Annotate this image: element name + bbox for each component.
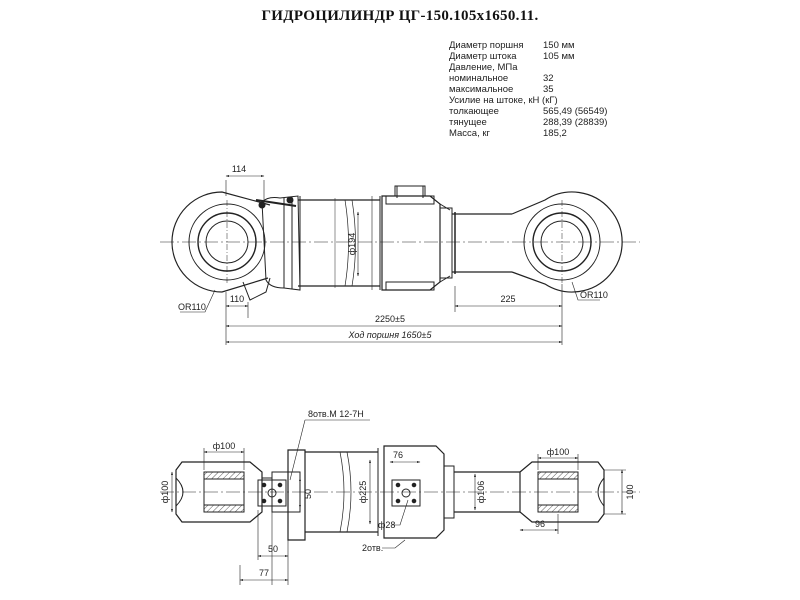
rear-cap: [255, 195, 301, 291]
left-eye-section: [175, 461, 272, 523]
spec-label: толкающее: [449, 106, 499, 117]
dim-length: 2250±5: [375, 314, 405, 324]
bottom-dimensions: [170, 419, 626, 585]
dim-114: 114: [232, 164, 246, 174]
spec-row: тянущее 288,39 (28839): [449, 117, 607, 128]
spec-label: Давление, МПа: [449, 62, 518, 73]
dim-110: 110: [230, 294, 244, 304]
spec-label: Диаметр поршня: [449, 40, 524, 51]
spec-value: 565,49 (56549): [543, 106, 608, 117]
dim-body: ф225: [358, 481, 368, 503]
dim-stroke: Ход поршня 1650±5: [348, 330, 433, 340]
dim-bore: ф194: [347, 233, 357, 255]
barrel: [298, 196, 381, 290]
bottom-view: 8отв.М 12-7Н ф100 ф100 50 50 77 ф225 76 …: [160, 409, 640, 585]
spec-row: Диаметр поршня 150 мм: [449, 40, 607, 51]
radius-right: OR110: [580, 290, 608, 300]
spec-row: Диаметр штока 105 мм: [449, 51, 607, 62]
dim-eye-right: ф100: [547, 447, 569, 457]
dim-flange: 50: [303, 489, 313, 499]
spec-row: номинальное 32: [449, 73, 607, 84]
spec-row: Масса, кг 185,2: [449, 128, 607, 139]
rear-flange: [257, 449, 306, 541]
left-eye: [171, 191, 271, 301]
front-block: [383, 445, 455, 539]
spec-value: 35: [543, 84, 554, 95]
spec-label: номинальное: [449, 73, 509, 84]
spec-label: максимальное: [449, 84, 514, 95]
radius-left: OR110: [178, 302, 206, 312]
dim-225: 225: [500, 294, 515, 304]
dim-76: 76: [393, 450, 403, 460]
dim-rod: ф106: [476, 481, 486, 503]
spec-value: 32: [543, 73, 554, 84]
spec-label: тянущее: [449, 117, 487, 128]
spec-row: Усилие на штоке, кН (кГ): [449, 95, 607, 106]
spec-label: Масса, кг: [449, 128, 490, 139]
dim-eye-left: ф100: [213, 441, 235, 451]
spec-row: Давление, МПа: [449, 62, 607, 73]
thread-note: 8отв.М 12-7Н: [308, 409, 364, 419]
spec-value: 185,2: [543, 128, 567, 139]
rod-bottom: [454, 471, 520, 513]
dim-eye-right-side: 100: [625, 484, 635, 499]
holes-note: 2отв.: [362, 543, 383, 553]
dim-eye-left-side: ф100: [160, 481, 170, 503]
spec-label: Диаметр штока: [449, 51, 517, 62]
spec-row: максимальное 35: [449, 84, 607, 95]
spec-value: 105 мм: [543, 51, 575, 62]
piston-rod: [452, 213, 512, 273]
dim-28: ф28: [378, 520, 395, 530]
spec-table: Диаметр поршня 150 мм Диаметр штока 105 м…: [449, 40, 607, 139]
spec-row: толкающее 565,49 (56549): [449, 106, 607, 117]
dim-96: 96: [535, 519, 545, 529]
spec-label: Усилие на штоке, кН (кГ): [449, 95, 558, 106]
drawing-title: ГИДРОЦИЛИНДР ЦГ-150.105х1650.11.: [261, 8, 539, 24]
right-eye: [511, 191, 623, 293]
spec-value: 150 мм: [543, 40, 575, 51]
top-dimensions: [180, 174, 600, 345]
dim-port-77: 77: [259, 568, 269, 578]
top-view: 114 ф194 OR110 OR110 110 225 2250±5 Ход …: [160, 164, 640, 345]
front-cap: [381, 185, 456, 291]
dim-port-50: 50: [268, 544, 278, 554]
spec-value: 288,39 (28839): [543, 117, 608, 128]
